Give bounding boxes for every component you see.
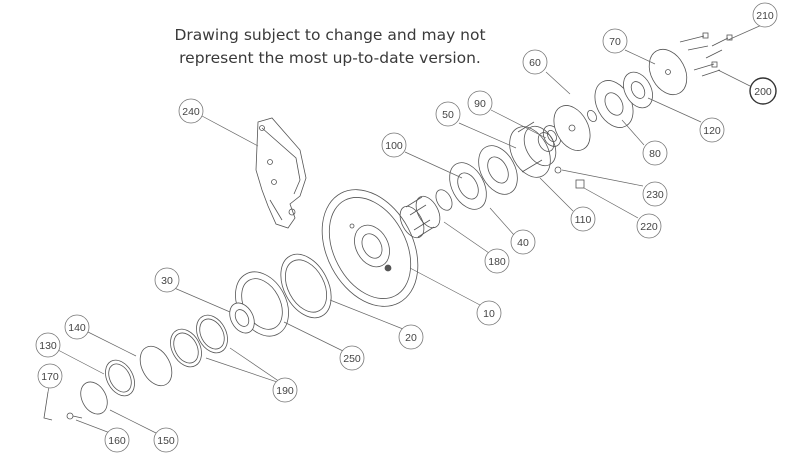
callout-160-label: 160 bbox=[108, 435, 126, 447]
callout-160: 160 bbox=[104, 427, 130, 453]
callout-40-label: 40 bbox=[517, 237, 529, 249]
part-30-hub bbox=[229, 302, 255, 334]
callout-190: 190 bbox=[272, 377, 298, 403]
callout-140-label: 140 bbox=[68, 322, 86, 334]
callout-110-label: 110 bbox=[575, 214, 592, 226]
callout-130: 130 bbox=[35, 332, 61, 358]
callout-170-label: 170 bbox=[41, 371, 59, 383]
callout-100: 100 bbox=[381, 132, 407, 158]
callout-220: 220 bbox=[636, 213, 662, 239]
callout-20: 20 bbox=[398, 324, 424, 350]
callout-130-label: 130 bbox=[39, 340, 57, 352]
callout-240: 240 bbox=[178, 98, 204, 124]
callout-90-label: 90 bbox=[474, 98, 486, 110]
part-60-seal-plate bbox=[553, 105, 591, 151]
callout-190-label: 190 bbox=[276, 385, 294, 397]
part-70-end-cap bbox=[648, 48, 688, 96]
disclaimer-line-1: Drawing subject to change and may not bbox=[174, 26, 486, 44]
callout-60-label: 60 bbox=[529, 57, 541, 69]
callout-80: 80 bbox=[642, 140, 668, 166]
callout-210-label: 210 bbox=[756, 10, 774, 22]
callout-70: 70 bbox=[602, 28, 628, 54]
callout-230-label: 230 bbox=[646, 189, 664, 201]
callout-250-label: 250 bbox=[343, 353, 361, 365]
callout-40: 40 bbox=[510, 229, 536, 255]
leader-lines bbox=[47, 23, 765, 437]
disclaimer-line-2: represent the most up-to-date version. bbox=[179, 49, 481, 67]
callout-70-label: 70 bbox=[609, 36, 621, 48]
callout-60: 60 bbox=[522, 49, 548, 75]
part-190-rings bbox=[170, 314, 228, 368]
part-180-roller-bearing bbox=[399, 189, 453, 239]
callout-10-label: 10 bbox=[483, 308, 495, 320]
callout-120-label: 120 bbox=[703, 125, 721, 137]
part-160-screw bbox=[66, 412, 83, 420]
callout-100-label: 100 bbox=[385, 140, 403, 152]
callout-50: 50 bbox=[435, 101, 461, 127]
callout-80-label: 80 bbox=[649, 148, 661, 160]
part-40-cover-plate bbox=[478, 145, 518, 195]
callout-10: 10 bbox=[476, 300, 502, 326]
callout-140: 140 bbox=[64, 314, 90, 340]
part-120-ring bbox=[623, 71, 653, 109]
part-20-drum bbox=[280, 253, 332, 319]
callout-150: 150 bbox=[153, 427, 179, 453]
callout-200: 200 bbox=[749, 77, 777, 105]
part-220-screw bbox=[575, 179, 585, 189]
callout-230: 230 bbox=[642, 181, 668, 207]
callouts: 240 100 50 90 60 70 210 200 120 80 230 2… bbox=[35, 2, 778, 453]
callout-110: 110 bbox=[570, 206, 596, 232]
disclaimer-note: Drawing subject to change and may not re… bbox=[140, 24, 520, 70]
part-50-housing bbox=[509, 121, 557, 178]
callout-120: 120 bbox=[699, 117, 725, 143]
callout-250: 250 bbox=[339, 345, 365, 371]
callout-170: 170 bbox=[37, 363, 63, 389]
part-200-bolts bbox=[693, 61, 721, 77]
callout-30-label: 30 bbox=[161, 275, 173, 287]
callout-200-label: 200 bbox=[754, 86, 772, 98]
callout-180: 180 bbox=[484, 248, 510, 274]
part-130-seal-ring bbox=[105, 359, 135, 397]
part-80-flange bbox=[594, 80, 634, 128]
callout-90: 90 bbox=[467, 90, 493, 116]
callout-50-label: 50 bbox=[442, 109, 454, 121]
callout-240-label: 240 bbox=[182, 106, 200, 118]
callout-220-label: 220 bbox=[640, 221, 658, 233]
part-230-screw bbox=[554, 166, 562, 174]
callout-210: 210 bbox=[752, 2, 778, 28]
part-240-mounting-bracket bbox=[255, 117, 307, 229]
part-100-gasket bbox=[449, 162, 487, 210]
callout-30: 30 bbox=[154, 267, 180, 293]
callout-180-label: 180 bbox=[488, 256, 506, 268]
callout-20-label: 20 bbox=[405, 332, 417, 344]
part-210-bolts bbox=[679, 32, 733, 59]
callout-150-label: 150 bbox=[157, 435, 175, 447]
part-140-snap-ring bbox=[139, 345, 173, 387]
part-170-pin bbox=[43, 391, 53, 421]
part-150-retaining-ring bbox=[80, 381, 108, 415]
part-10-backing-plate bbox=[321, 189, 419, 307]
